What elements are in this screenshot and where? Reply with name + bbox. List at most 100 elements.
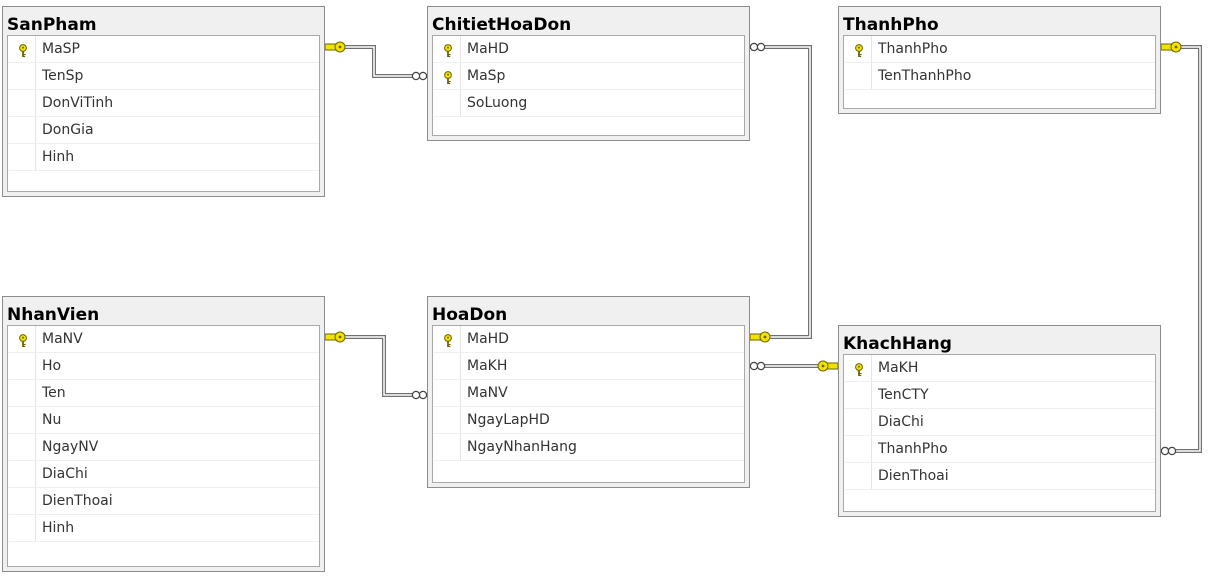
- many-end-infinity-icon: [749, 361, 766, 371]
- column-row[interactable]: SoLuong: [433, 90, 744, 117]
- one-end-key-icon: [1160, 41, 1182, 53]
- column-row[interactable]: NgayLapHD: [433, 407, 744, 434]
- table-hoadon[interactable]: HoaDon MaHD MaKH MaNV NgayLapHD NgayNhanHang: [427, 296, 750, 488]
- column-list: MaHD MaKH MaNV NgayLapHD NgayNhanHang: [432, 325, 745, 483]
- column-row[interactable]: Ten: [8, 380, 319, 407]
- column-row[interactable]: DonViTinh: [8, 90, 319, 117]
- primary-key-icon: [443, 70, 453, 85]
- column-name: MaSp: [467, 68, 506, 84]
- table-title: ThanhPho: [843, 15, 939, 35]
- column-row[interactable]: TenSp: [8, 63, 319, 90]
- column-row[interactable]: MaNV: [8, 326, 319, 353]
- column-name: DiaChi: [878, 414, 924, 430]
- column-row[interactable]: Hinh: [8, 515, 319, 542]
- row-selector: [9, 380, 36, 406]
- table-title: HoaDon: [432, 305, 508, 325]
- relationship-thanhpho-khachhang[interactable]: [1161, 45, 1202, 453]
- column-name: Hinh: [42, 149, 75, 165]
- relationship-sanpham-chitiethoadon[interactable]: [325, 45, 427, 78]
- column-row[interactable]: DonGia: [8, 117, 319, 144]
- column-name: ThanhPho: [878, 441, 948, 457]
- column-row[interactable]: DienThoai: [844, 463, 1155, 490]
- column-row[interactable]: MaKH: [844, 355, 1155, 382]
- column-row[interactable]: MaSp: [433, 63, 744, 90]
- column-name: NgayNV: [42, 439, 99, 455]
- column-row[interactable]: MaKH: [433, 353, 744, 380]
- column-name: MaKH: [467, 358, 508, 374]
- row-selector: [9, 63, 36, 89]
- row-selector: [9, 117, 36, 143]
- row-selector: [434, 380, 461, 406]
- primary-key-icon: [854, 43, 864, 58]
- column-row[interactable]: Nu: [8, 407, 319, 434]
- relationship-hoadon-chitiethoadon[interactable]: [750, 45, 812, 339]
- column-row[interactable]: NgayNV: [8, 434, 319, 461]
- row-selector: [9, 90, 36, 116]
- column-name: DonGia: [42, 122, 94, 138]
- row-selector: [434, 407, 461, 433]
- column-row[interactable]: ThanhPho: [844, 436, 1155, 463]
- column-row[interactable]: MaNV: [433, 380, 744, 407]
- row-selector: [9, 434, 36, 460]
- column-name: MaKH: [878, 360, 919, 376]
- row-selector: [434, 326, 461, 352]
- column-row[interactable]: MaHD: [433, 326, 744, 353]
- column-name: DienThoai: [42, 493, 113, 509]
- row-selector: [434, 90, 461, 116]
- table-title: ChitietHoaDon: [432, 15, 572, 35]
- column-row[interactable]: MaHD: [433, 36, 744, 63]
- row-selector: [845, 382, 872, 408]
- row-selector: [434, 434, 461, 460]
- column-row[interactable]: DiaChi: [8, 461, 319, 488]
- one-end-key-icon: [324, 41, 346, 53]
- column-row[interactable]: NgayNhanHang: [433, 434, 744, 461]
- primary-key-icon: [18, 333, 28, 348]
- row-selector: [9, 488, 36, 514]
- many-end-infinity-icon: [411, 71, 428, 81]
- column-name: TenSp: [42, 68, 84, 84]
- column-name: DienThoai: [878, 468, 949, 484]
- column-row[interactable]: DiaChi: [844, 409, 1155, 436]
- row-selector: [845, 409, 872, 435]
- column-row[interactable]: DienThoai: [8, 488, 319, 515]
- relationship-nhanvien-hoadon[interactable]: [325, 335, 427, 397]
- row-selector: [9, 515, 36, 541]
- column-row[interactable]: TenThanhPho: [844, 63, 1155, 90]
- column-name: Ho: [42, 358, 62, 374]
- column-row[interactable]: Hinh: [8, 144, 319, 171]
- column-row[interactable]: ThanhPho: [844, 36, 1155, 63]
- row-selector: [9, 36, 36, 62]
- row-selector: [9, 461, 36, 487]
- column-name: Hinh: [42, 520, 75, 536]
- column-name: NgayNhanHang: [467, 439, 577, 455]
- column-name: SoLuong: [467, 95, 528, 111]
- row-selector: [845, 355, 872, 381]
- column-row[interactable]: TenCTY: [844, 382, 1155, 409]
- one-end-key-icon: [749, 331, 771, 343]
- row-selector: [434, 63, 461, 89]
- row-selector: [9, 144, 36, 170]
- column-row[interactable]: MaSP: [8, 36, 319, 63]
- row-selector: [434, 36, 461, 62]
- column-name: TenCTY: [878, 387, 929, 403]
- row-selector: [434, 353, 461, 379]
- column-name: Ten: [42, 385, 66, 401]
- many-end-infinity-icon: [411, 390, 428, 400]
- row-selector: [845, 36, 872, 62]
- row-selector: [845, 463, 872, 489]
- column-name: TenThanhPho: [878, 68, 972, 84]
- column-name: DonViTinh: [42, 95, 114, 111]
- column-name: NgayLapHD: [467, 412, 550, 428]
- column-row[interactable]: Ho: [8, 353, 319, 380]
- table-title: NhanVien: [7, 305, 100, 325]
